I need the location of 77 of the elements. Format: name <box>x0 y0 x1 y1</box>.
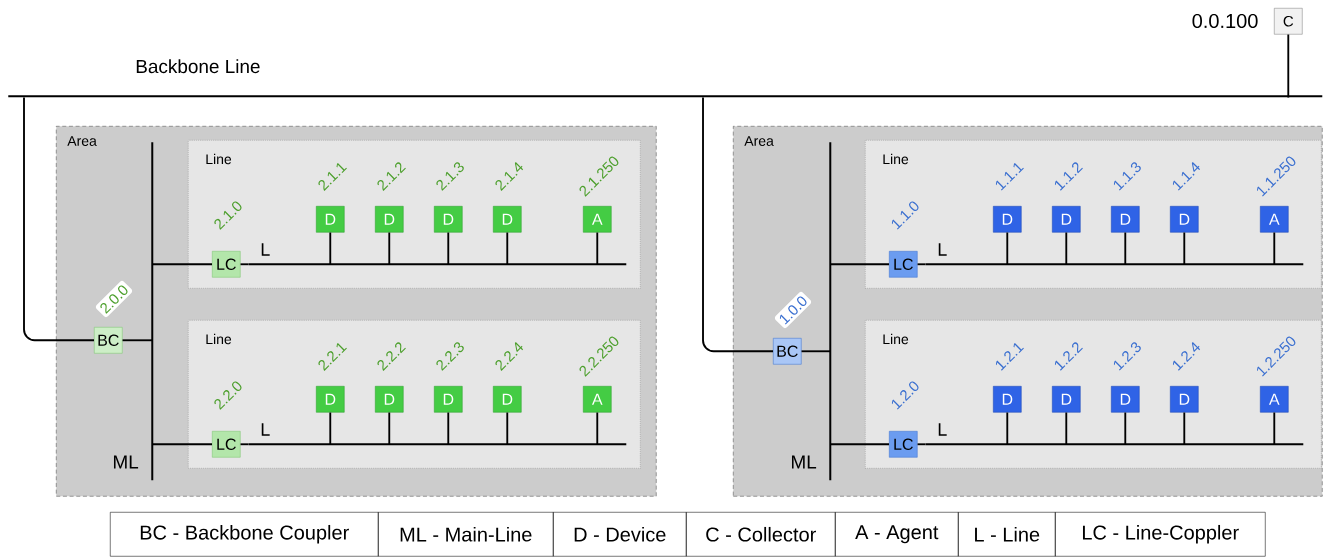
connector-line <box>329 411 332 446</box>
connector-line <box>1006 231 1009 266</box>
connector-line <box>596 231 599 266</box>
device-box: D <box>316 386 345 413</box>
device-box: D <box>375 206 404 233</box>
key-cell: D - Device <box>553 512 687 557</box>
collector-box: C <box>1274 8 1303 35</box>
connector-line <box>506 231 509 266</box>
key-cell: L - Line <box>958 512 1056 557</box>
connector-line <box>1273 411 1276 446</box>
device-box: D <box>434 386 463 413</box>
connector-line <box>23 96 95 342</box>
device-box: D <box>1111 206 1140 233</box>
connector-line <box>239 443 249 446</box>
device-box: D <box>1170 386 1199 413</box>
connector-line <box>151 263 213 266</box>
device-box: D <box>1052 206 1081 233</box>
connector-line <box>121 339 154 342</box>
connector-line <box>388 231 391 266</box>
device-box: A <box>1260 386 1289 413</box>
connector-line <box>829 443 890 446</box>
line-bus: L <box>248 423 627 446</box>
connector-line <box>829 263 890 266</box>
connector-line <box>916 263 926 266</box>
connector-line <box>329 231 332 266</box>
node-label: L <box>261 423 270 436</box>
connector-line <box>1124 411 1127 446</box>
device-box: A <box>1260 206 1289 233</box>
node-label: L <box>261 243 270 256</box>
backbone-coupler-box: BC <box>773 338 802 365</box>
connector-line <box>151 443 213 446</box>
address-label: 0.0.100 <box>1192 13 1258 29</box>
device-box: D <box>493 206 522 233</box>
device-box: D <box>1170 206 1199 233</box>
connector-line <box>916 443 926 446</box>
line-bus: L <box>925 243 1304 266</box>
key-cell: BC - Backbone Coupler <box>110 512 379 557</box>
device-box: D <box>493 386 522 413</box>
node-label: L <box>938 243 947 256</box>
connector-line <box>1065 231 1068 266</box>
backbone-line: Backbone Line <box>8 59 1323 98</box>
connector-line <box>1273 231 1276 266</box>
key-cell: LC - Line-Coppler <box>1055 512 1266 557</box>
node-label: L <box>938 423 947 436</box>
device-box: D <box>993 206 1022 233</box>
connector-line <box>702 96 774 353</box>
connector-line <box>388 411 391 446</box>
line-coupler-box: LC <box>212 431 241 458</box>
connector-line <box>1065 411 1068 446</box>
line-coupler-box: LC <box>212 251 241 278</box>
connector-line <box>239 263 249 266</box>
key-cell: A - Agent <box>835 512 959 557</box>
connector-line <box>800 350 832 353</box>
connector-line <box>506 411 509 446</box>
line-bus: L <box>925 423 1304 446</box>
device-box: A <box>583 386 612 413</box>
key-cell: ML - Main-Line <box>378 512 554 557</box>
connector-line <box>447 411 450 446</box>
device-box: D <box>993 386 1022 413</box>
device-box: D <box>375 386 404 413</box>
device-box: A <box>583 206 612 233</box>
line-bus: L <box>248 243 627 266</box>
connector-line <box>1183 411 1186 446</box>
line-coupler-box: LC <box>889 251 918 278</box>
device-box: D <box>1111 386 1140 413</box>
backbone-coupler-box: BC <box>94 327 123 354</box>
connector-line <box>1006 411 1009 446</box>
connector-line <box>1287 33 1290 99</box>
key-cell: C - Collector <box>686 512 836 557</box>
line-coupler-box: LC <box>889 431 918 458</box>
connector-line <box>447 231 450 266</box>
connector-line <box>1124 231 1127 266</box>
device-box: D <box>1052 386 1081 413</box>
device-box: D <box>434 206 463 233</box>
connector-line <box>596 411 599 446</box>
device-box: D <box>316 206 345 233</box>
connector-line <box>1183 231 1186 266</box>
